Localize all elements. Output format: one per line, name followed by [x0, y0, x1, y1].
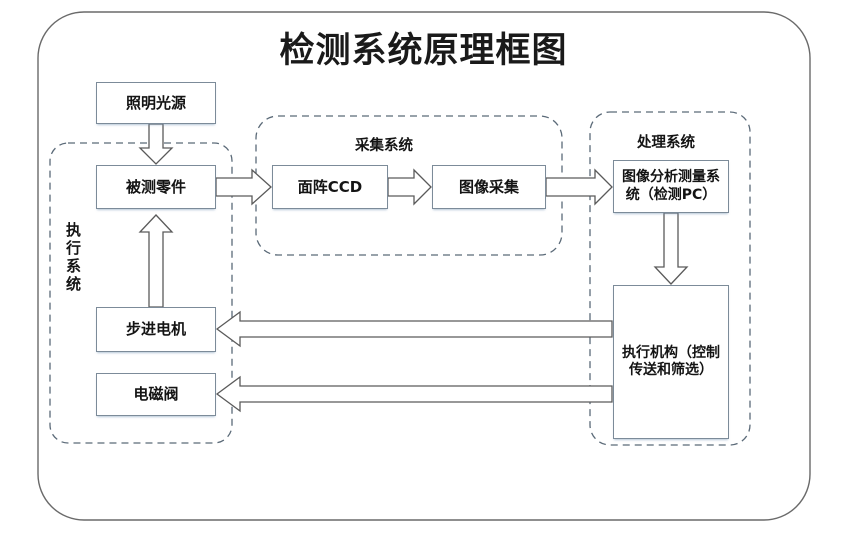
box-actuator[interactable]: 执行机构（控制传送和筛选）	[613, 285, 729, 439]
arrow-capture-to-pc	[545, 168, 613, 206]
box-tested-part[interactable]: 被测零件	[96, 165, 216, 209]
box-area-ccd[interactable]: 面阵CCD	[272, 165, 388, 209]
region-label-processing: 处理系统	[637, 135, 695, 151]
arrow-light-to-part	[138, 123, 174, 165]
box-light-source[interactable]: 照明光源	[96, 82, 216, 124]
outer-frame	[37, 11, 811, 521]
box-analysis-pc[interactable]: 图像分析测量系统（检测PC）	[613, 160, 729, 213]
box-solenoid-valve[interactable]: 电磁阀	[96, 373, 216, 416]
arrow-actuator-to-stepper	[215, 310, 613, 348]
arrow-part-to-ccd	[215, 168, 272, 206]
box-stepper-motor[interactable]: 步进电机	[96, 307, 216, 352]
arrow-pc-to-actuator	[653, 212, 689, 285]
page-title: 检测系统原理框图	[279, 31, 568, 71]
arrow-ccd-to-capture	[387, 168, 432, 206]
arrow-actuator-to-valve	[215, 375, 613, 413]
box-image-capture[interactable]: 图像采集	[432, 165, 546, 209]
region-label-acquisition: 采集系统	[355, 138, 413, 154]
arrow-stepper-to-part	[138, 214, 174, 308]
region-processing-border	[589, 111, 751, 446]
region-execution-border	[49, 142, 233, 444]
region-label-execution: 执行系统	[64, 222, 82, 294]
